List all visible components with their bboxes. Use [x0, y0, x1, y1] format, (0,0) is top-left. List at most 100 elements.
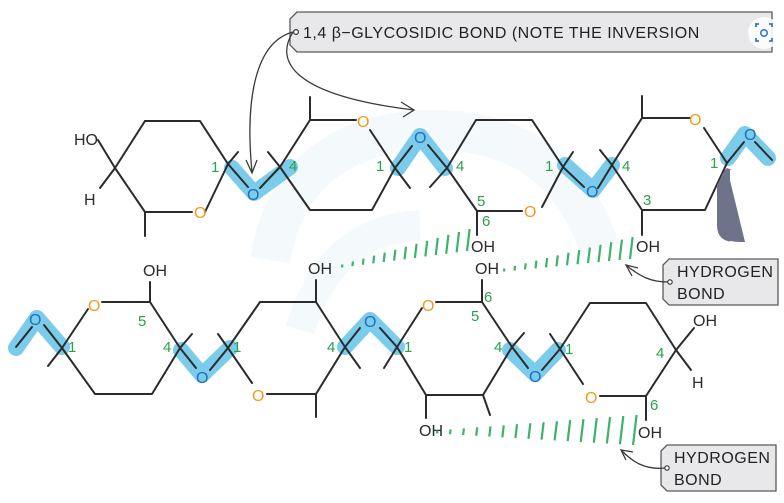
carbon-number-4: 4: [656, 345, 664, 362]
oh-label: OH: [308, 261, 332, 278]
carbon-number-1: 1: [233, 339, 241, 356]
hydrogen-bond-dash: [457, 232, 459, 252]
carbon-number-1: 1: [376, 158, 384, 175]
hydrogen-bond-dash: [489, 426, 490, 436]
glycosidic-oxygen: O: [247, 187, 259, 204]
hydrogen-bond-dash: [394, 250, 395, 261]
carbon-number-6: 6: [482, 213, 490, 230]
carbon-number-1: 1: [565, 341, 573, 358]
hydrogen-bond-dash: [536, 261, 537, 269]
hydrogen-bond-dash: [542, 422, 544, 439]
ring-oxygen: O: [524, 204, 536, 221]
glycosidic-oxygen: O: [364, 314, 376, 331]
hydrogen-bond-dash: [384, 253, 385, 262]
hydrogen-bond-callout-1: HYDROGEN BOND: [626, 259, 778, 305]
ring-oxygen: O: [194, 205, 206, 222]
hydrogen-bond-label-line2: BOND: [677, 286, 725, 303]
glucose-ring-bottom-4: [542, 303, 694, 420]
hydrogen-bond-dash: [476, 427, 477, 435]
glycosidic-oxygen: O: [29, 312, 41, 329]
h-label: H: [692, 375, 704, 392]
hydrogen-bond-label-line1: HYDROGEN: [674, 450, 770, 467]
glycosidic-oxygen: O: [196, 370, 208, 387]
hydrogen-bond-dash: [373, 256, 374, 264]
glucose-ring-top-1: [98, 121, 248, 236]
hydrogen-bond-callout-2: HYDROGEN BOND: [621, 445, 776, 491]
hydrogen-bond-label-line1: HYDROGEN: [677, 264, 773, 281]
ring-oxygen: O: [252, 388, 264, 405]
oh-label: OH: [475, 261, 499, 278]
hydrogen-bond-dash: [528, 423, 530, 439]
ho-label: HO: [74, 132, 98, 149]
hydrogen-bond-dash: [525, 263, 526, 269]
glycosidic-oxygen: O: [586, 184, 598, 201]
hydrogen-bond-label-line2: BOND: [674, 472, 722, 489]
hydrogen-bond-dash: [620, 240, 622, 260]
hydrogen-bond-dash: [620, 416, 623, 444]
hydrogen-bond-dash: [633, 415, 637, 445]
carbon-number-1: 1: [545, 158, 553, 175]
callout-arrow: [622, 451, 665, 468]
hydrogen-bond-dash: [450, 429, 451, 434]
glycosidic-bond-callout-text: 1,4 β−GLYCOSIDIC BOND (NOTE THE INVERSIO…: [303, 25, 700, 42]
ring-oxygen: O: [357, 114, 369, 131]
glycosidic-oxygen: O: [414, 130, 426, 147]
glucose-ring-bottom-1: [16, 282, 196, 394]
glycosidic-highlights-bottom: [16, 318, 558, 375]
hydrogen-bond-dash: [546, 258, 547, 267]
carbon-number-3: 3: [643, 192, 651, 209]
hydrogen-bond-dash: [515, 266, 516, 271]
oh-label: OH: [693, 313, 717, 330]
carbon-number-4: 4: [494, 339, 502, 356]
carbon-number-6: 6: [650, 397, 658, 414]
hydrogen-bond-dash: [502, 425, 503, 437]
hydrogen-bond-dash: [578, 250, 580, 264]
hydrogen-bond-dash: [405, 247, 407, 260]
hydrogen-bond-dash: [515, 424, 517, 438]
hydrogen-bond-dash: [630, 237, 633, 259]
hydrogen-bond-dash: [446, 235, 448, 254]
screen-capture-icon[interactable]: [748, 17, 780, 49]
hydrogen-bond-dash: [594, 418, 597, 443]
hydrogen-bond-dash: [557, 255, 558, 266]
glycosidic-oxygen: O: [744, 127, 756, 144]
hydrogen-bond-dash: [581, 419, 584, 442]
carbon-number-1: 1: [211, 159, 219, 176]
carbon-number-5: 5: [471, 308, 479, 325]
oh-label: OH: [419, 423, 443, 440]
callout-arrow: [627, 266, 668, 282]
hydrogen-bond-dash: [425, 241, 427, 257]
oh-label: OH: [143, 263, 167, 280]
carbon-number-4: 4: [456, 158, 464, 175]
hydrogen-bond-dash: [467, 229, 470, 251]
glycosidic-oxygen: O: [529, 369, 541, 386]
carbon-number-6: 6: [484, 289, 492, 306]
hydrogen-bond-dash: [363, 259, 364, 265]
ring-oxygen: O: [422, 298, 434, 315]
oh-label: OH: [471, 239, 495, 256]
hydrogen-bond-dash: [607, 417, 610, 443]
hydrogen-bond-dash: [555, 421, 557, 440]
carbon-number-1: 1: [68, 339, 76, 356]
hydrogen-bond-dash: [568, 420, 571, 441]
hydrogen-bond-dash: [436, 238, 438, 255]
carbon-number-5: 5: [138, 313, 146, 330]
ring-oxygen: O: [689, 112, 701, 129]
carbon-number-5: 5: [477, 193, 485, 210]
ring-oxygen: O: [585, 390, 597, 407]
carbon-number-1: 1: [710, 155, 718, 172]
hydrogen-bond-dash: [415, 244, 417, 258]
hydrogen-bond-dash: [567, 253, 569, 266]
ring-oxygen: O: [88, 298, 100, 315]
hydrogen-bond-dash: [463, 428, 464, 435]
carbon-number-4: 4: [163, 339, 171, 356]
oh-label: OH: [638, 425, 662, 442]
oh-label: OH: [636, 239, 660, 256]
carbon-number-4: 4: [289, 158, 297, 175]
carbon-number-4: 4: [327, 339, 335, 356]
hydrogen-bond-dash: [352, 262, 353, 267]
h-label: H: [84, 192, 96, 209]
carbon-number-1: 1: [404, 339, 412, 356]
